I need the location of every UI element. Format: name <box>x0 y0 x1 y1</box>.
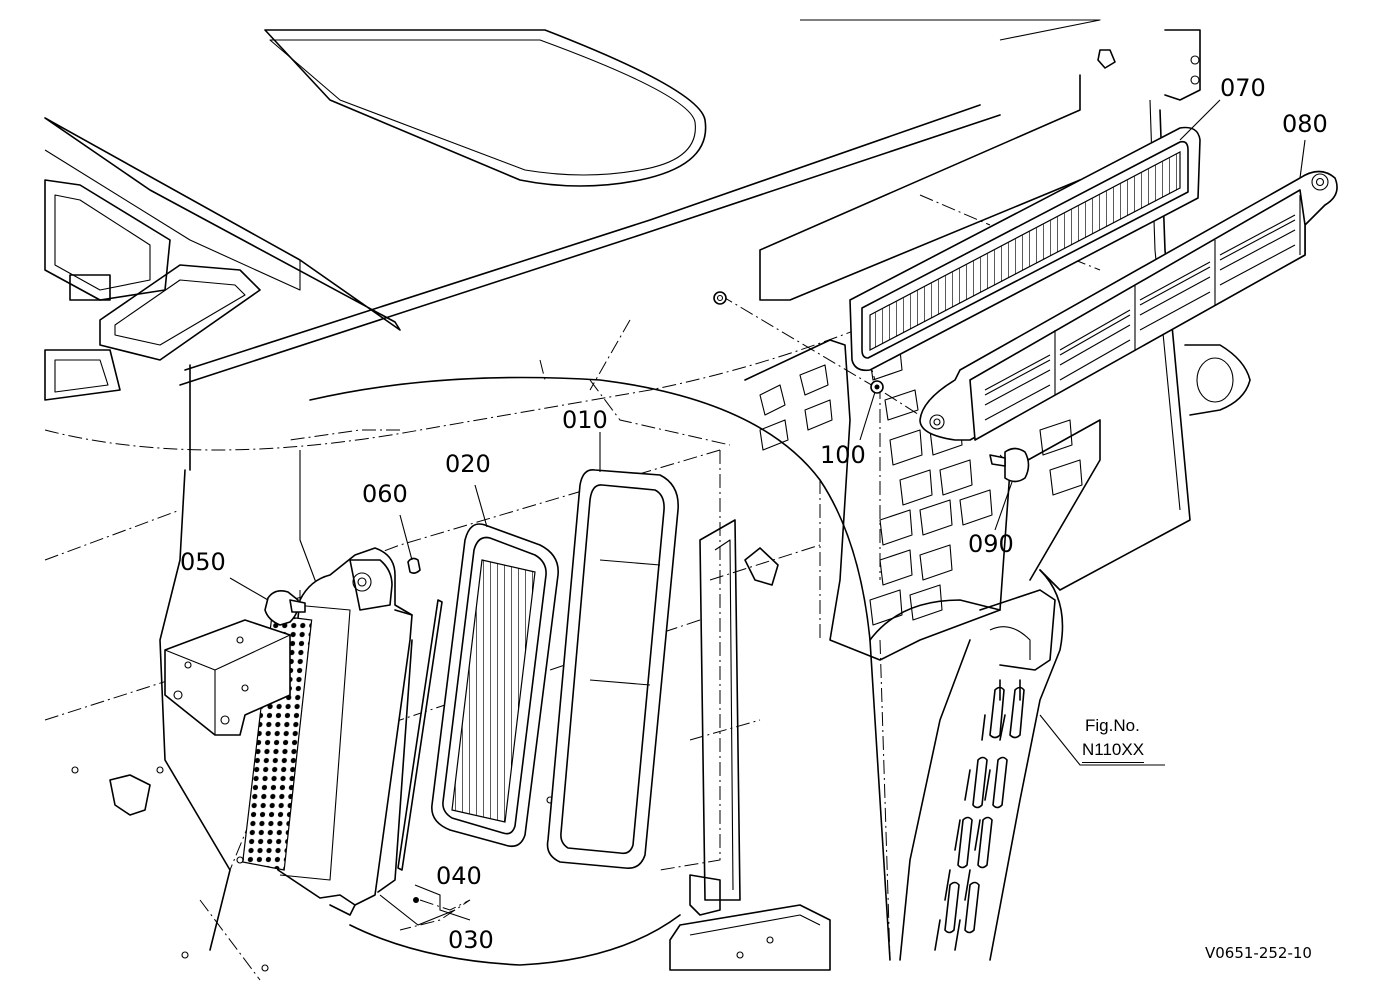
label-040: 040 <box>436 862 482 890</box>
part-060-clip <box>407 557 421 574</box>
figure-label: Fig.No. <box>1085 716 1140 735</box>
drawing-code: V0651-252-10 <box>1205 944 1312 962</box>
part-020-filter-element <box>431 523 559 848</box>
seat-support-frame <box>899 569 1064 961</box>
label-010: 010 <box>562 406 608 434</box>
figure-number: N110XX <box>1082 740 1145 764</box>
cab-grille <box>744 339 1101 661</box>
part-030-filter-cover <box>242 547 413 916</box>
part-050-knob <box>264 590 306 626</box>
part-100-nut <box>713 291 884 394</box>
label-020: 020 <box>445 450 491 478</box>
label-100: 100 <box>820 441 866 469</box>
part-090-knob <box>989 447 1030 483</box>
leader-lines <box>229 99 1306 966</box>
part-080-vent-cover <box>919 170 1338 441</box>
label-050: 050 <box>180 548 226 576</box>
label-030: 030 <box>448 926 494 954</box>
mounting-bracket <box>164 619 291 736</box>
label-080: 080 <box>1282 110 1328 138</box>
part-040-seal-strip <box>397 599 443 903</box>
cab-structure <box>44 19 1251 972</box>
label-070: 070 <box>1220 74 1266 102</box>
label-060: 060 <box>362 480 408 508</box>
part-070-upper-filter <box>849 126 1201 372</box>
label-090: 090 <box>968 530 1014 558</box>
part-010-seal-frame <box>546 468 679 870</box>
